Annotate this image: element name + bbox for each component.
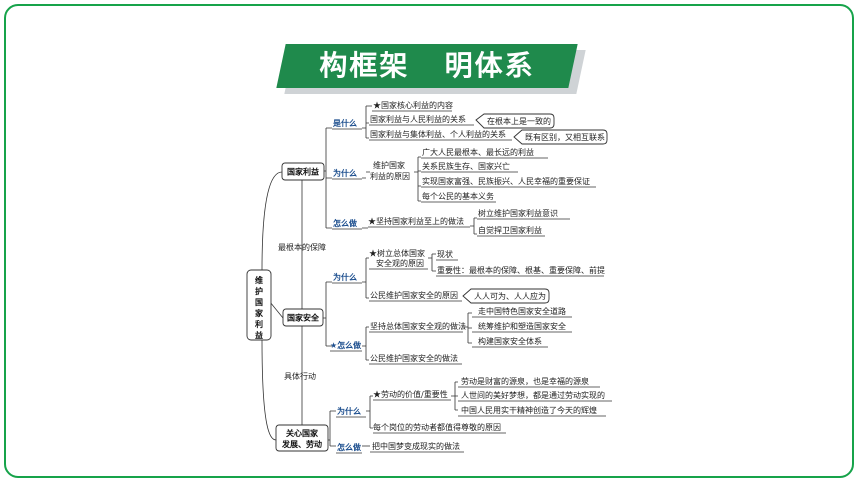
topic-development-line-1: 关心国家 [286,428,319,438]
connector-t3-branches [327,410,336,447]
connector-root-t3 [261,339,277,441]
s2-why-sub-2: 重要性：最根本的保障、根基、重要保障、前提 [437,265,605,275]
s3-how-item: 把中国梦变成现实的做法 [372,441,460,451]
s1-what-note-2: 既有区别，又相互联系 [525,132,605,142]
s2-why-sub-1: 现状 [437,249,453,259]
s2-why-label: 为什么 [333,272,357,282]
s3-why-item: ★劳动的价值/重要性 [373,389,448,399]
s1-what-note-1: 在根本上是一致的 [487,116,551,126]
s1-what-item-2: 国家利益与人民利益的关系 [370,114,466,124]
root-char-2: 护 [255,286,263,296]
s2-how-sub-1: 走中国特色国家安全道路 [478,306,566,316]
topic-box-national-interest [281,162,325,181]
s2-why-item: 公民维护国家安全的原因 [370,290,458,300]
connector-t1-branches [324,127,332,229]
s2-how-item: 坚持总体国家安全观的做法 [370,321,466,331]
s1-note-box-1 [475,113,555,129]
root-char-3: 国 [255,297,263,307]
root-char-6: 益 [255,330,263,340]
connector-t2-branches [322,281,332,347]
connector-root-t1 [261,171,283,271]
connector-s2-how [362,312,472,361]
s2-why-note: 人人可为、人人应为 [474,291,546,301]
s1-why-title-1: 维护国家 [373,160,405,170]
topic-box-national-security [282,308,324,327]
link-label-concrete-action: 具体行动 [284,371,316,381]
s1-why-item-4: 每个公民的基本义务 [422,191,494,201]
s1-how-label: 怎么做 [333,218,357,228]
s2-why-title-1: ★树立总体国家 [369,248,425,258]
s2-note-box [462,288,550,304]
s1-why-title-2: 利益的原因 [370,171,410,181]
s3-why-sub-3: 中国人民用实干精神创造了今天的辉煌 [461,405,597,415]
root-char-1: 维 [255,275,263,285]
s2-how-sub-3: 构建国家安全体系 [478,336,542,346]
s1-what-item-3: 国家利益与集体利益、个人利益的关系 [370,129,506,139]
s3-why-item-2: 每个岗位的劳动者都值得尊敬的原因 [373,422,501,432]
topic-development-line-2: 发展、劳动 [281,439,322,449]
s1-note-box-2 [513,129,608,145]
topic-national-security: 国家安全 [287,313,320,323]
s3-why-label: 为什么 [337,406,361,416]
s3-how-label: 怎么做 [337,442,361,452]
root-char-5: 利 [254,319,263,329]
s1-why-label: 为什么 [333,168,357,178]
root-char-4: 家 [255,308,264,318]
s2-how-item-2: 公民维护国家安全的做法 [370,353,458,363]
s1-why-item-3: 实现国家富强、民族振兴、人民幸福的重要保证 [422,176,590,186]
s2-how-label: ★怎么做 [330,340,361,350]
topic-box-development-labor [275,424,329,452]
s1-how-item: ★坚持国家利益至上的做法 [368,216,464,226]
s1-what-label: 是什么 [332,118,357,128]
s1-what-item-1: ★国家核心利益的内容 [373,100,453,110]
link-label-fundamental-guarantee: 最根本的保障 [278,242,326,252]
topic-national-interest: 国家利益 [287,167,319,177]
connector-s1-why [362,156,421,202]
connector-s1-how [362,217,477,235]
s3-why-sub-2: 人世间的美好梦想，都是通过劳动实现的 [461,390,605,400]
s3-why-sub-1: 劳动是财富的源泉，也是幸福的源泉 [461,376,589,386]
s2-why-title-2: 安全观的原因 [376,258,424,268]
s1-how-sub-2: 自觉捍卫国家利益 [478,225,542,235]
root-box [246,269,272,341]
s1-why-item-1: 广大人民最根本、最长远的利益 [422,147,534,157]
connector-s1-what [362,105,372,139]
s1-how-sub-1: 树立维护国家利益意识 [478,208,558,218]
s2-how-sub-2: 统筹维护和塑造国家安全 [478,321,566,331]
s1-why-item-2: 关系民族生存、国家兴亡 [422,161,510,171]
connector-s2-why [362,253,436,299]
connector-root-t2 [269,301,284,319]
banner-title: 构框架 明体系 [319,49,535,82]
connector-s3-why [366,381,458,429]
